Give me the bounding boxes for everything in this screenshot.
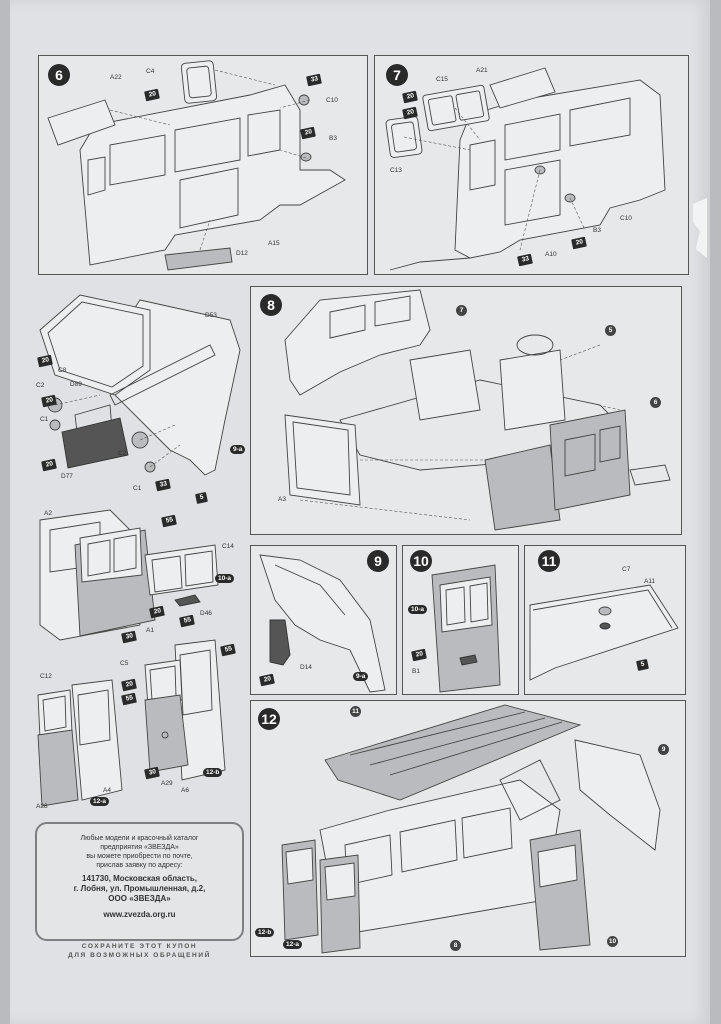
part-label: C15 xyxy=(436,76,448,83)
coupon-line: Любые модели и красочный каталог xyxy=(80,835,199,842)
step-ref: 12-a xyxy=(90,797,110,806)
part-label: A15 xyxy=(268,240,280,247)
coupon-line: предприятия «ЗВЕЗДА» xyxy=(100,844,179,851)
part-label: B1 xyxy=(412,668,420,675)
part-label: C14 xyxy=(222,543,234,550)
coupon-url: www.zvezda.org.ru xyxy=(103,910,176,919)
part-label: A21 xyxy=(476,67,488,74)
footnote-line: СОХРАНИТЕ ЭТОТ КУПОН xyxy=(81,943,198,950)
part-label: D77 xyxy=(61,473,73,480)
part-label: B3 xyxy=(593,227,601,234)
part-label: C1 xyxy=(133,485,142,492)
part-label: D53 xyxy=(205,312,217,319)
part-label: A22 xyxy=(110,74,122,81)
step-ref: 10-a xyxy=(408,605,428,614)
step-ref: 9 xyxy=(658,744,669,755)
step-ref: 10 xyxy=(607,936,618,947)
step-10-number: 10 xyxy=(410,550,432,572)
part-label: A2 xyxy=(44,510,52,517)
footnote-line: ДЛЯ ВОЗМОЖНЫХ ОБРАЩЕНИЙ xyxy=(68,952,211,959)
part-label: A4 xyxy=(103,787,111,794)
part-label: A3 xyxy=(278,496,286,503)
step-ref: 12-b xyxy=(203,768,223,777)
part-label: C10 xyxy=(620,215,632,222)
step-11-number: 11 xyxy=(538,550,560,572)
order-coupon: Любые модели и красочный каталог предпри… xyxy=(35,822,244,941)
coupon-footnote: СОХРАНИТЕ ЭТОТ КУПОН ДЛЯ ВОЗМОЖНЫХ ОБРАЩ… xyxy=(37,942,242,960)
part-label: C8 xyxy=(58,367,67,374)
part-label: B3 xyxy=(329,135,337,142)
coupon-address: ООО «ЗВЕЗДА» xyxy=(108,894,171,903)
part-label: C1 xyxy=(40,416,49,423)
part-label: C2 xyxy=(36,382,45,389)
part-label: C10 xyxy=(326,97,338,104)
part-label: A29 xyxy=(161,780,173,787)
coupon-address: г. Лобня, ул. Промышленная, д.2, xyxy=(73,884,206,893)
part-label: C12 xyxy=(40,673,52,680)
part-label: C2 xyxy=(118,450,127,457)
step-ref: 12-b xyxy=(255,928,275,937)
step-ref: 12-a xyxy=(283,940,303,949)
part-label: C7 xyxy=(622,566,631,573)
step-6-number: 6 xyxy=(48,64,70,86)
part-label: C13 xyxy=(390,167,402,174)
step-8-number: 8 xyxy=(260,294,282,316)
coupon-address: 141730, Московская область, xyxy=(82,874,197,883)
step-12-number: 12 xyxy=(258,708,280,730)
step-9-number: 9 xyxy=(367,550,389,572)
part-label: D89 xyxy=(70,381,82,388)
step-ref: 8 xyxy=(450,940,461,951)
coupon-line: прислав заявку по адресу: xyxy=(96,862,183,869)
step-ref: 7 xyxy=(456,305,467,316)
part-label: A11 xyxy=(644,578,656,585)
part-label: A6 xyxy=(181,787,189,794)
step-ref: 5 xyxy=(605,325,616,336)
coupon-line: вы можете приобрести по почте, xyxy=(86,853,193,860)
step-7-number: 7 xyxy=(386,64,408,86)
part-label: D46 xyxy=(200,610,212,617)
part-label: D12 xyxy=(236,250,248,257)
step-ref: 9-a xyxy=(230,445,246,454)
part-label: C4 xyxy=(146,68,155,75)
step-ref: 9-a xyxy=(353,672,369,681)
step-ref: 10-a xyxy=(215,574,235,583)
step-ref: 11 xyxy=(350,706,361,717)
part-label: C5 xyxy=(120,660,129,667)
part-label: A28 xyxy=(36,803,48,810)
part-label: A1 xyxy=(146,627,154,634)
part-label: D14 xyxy=(300,664,312,671)
step-ref: 6 xyxy=(650,397,661,408)
part-label: A10 xyxy=(545,251,557,258)
